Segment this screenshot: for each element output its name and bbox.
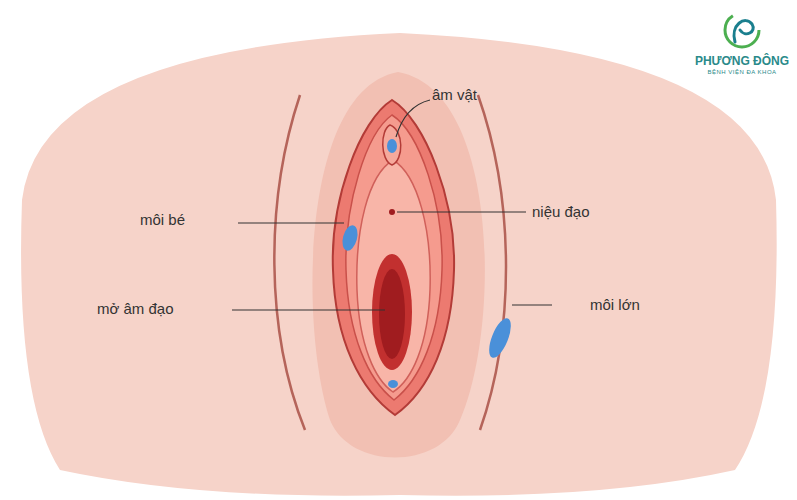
leader-line xyxy=(397,211,526,212)
blue-spot xyxy=(340,224,360,253)
logo-swirl xyxy=(734,21,753,42)
leader-line xyxy=(396,100,430,137)
leader-line xyxy=(238,222,344,223)
vestibule xyxy=(357,160,430,392)
logo-text: PHƯƠNG ĐÔNG xyxy=(695,54,789,68)
logo-icon xyxy=(725,13,759,47)
fold-line xyxy=(478,95,506,430)
part-label: mở âm đạo xyxy=(97,300,174,318)
part-label: niệu đạo xyxy=(532,203,590,221)
blue-spot xyxy=(388,380,398,388)
logo-subtext: BỆNH VIỆN ĐA KHOA xyxy=(707,68,776,76)
body-outline xyxy=(21,33,777,496)
blue-spot xyxy=(485,316,516,361)
labia-minora-inner xyxy=(346,115,442,400)
logo-ring xyxy=(725,13,759,47)
labia-minora xyxy=(333,100,454,415)
vaginal-opening-inner xyxy=(379,269,405,359)
part-label: âm vật xyxy=(432,86,477,104)
urethra-dot xyxy=(389,209,395,215)
vaginal-opening xyxy=(372,254,412,370)
leader-line xyxy=(512,304,552,305)
labia-majora-area xyxy=(312,72,484,458)
fold-line xyxy=(274,95,305,430)
part-label: môi bé xyxy=(140,211,185,229)
leader-line xyxy=(232,309,385,310)
part-label: môi lớn xyxy=(590,296,640,314)
blue-spot xyxy=(387,139,397,153)
